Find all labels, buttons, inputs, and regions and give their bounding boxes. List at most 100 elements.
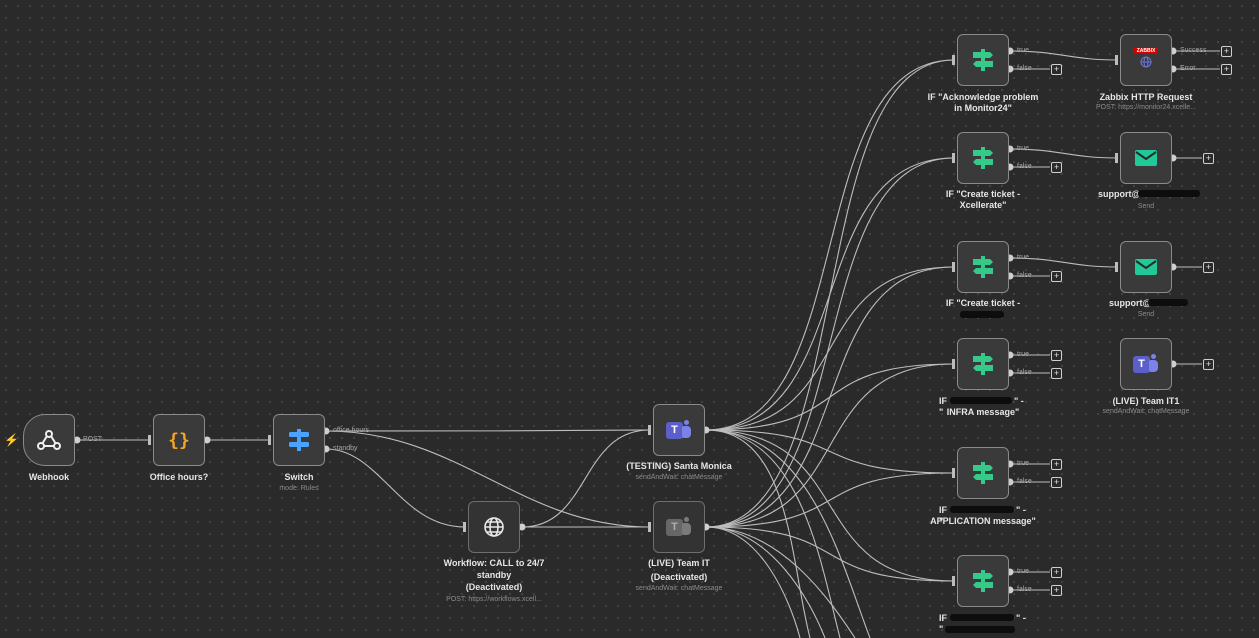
redacted-text <box>945 626 1015 633</box>
email-node-2[interactable] <box>1120 241 1172 293</box>
add-node-button[interactable]: + <box>1051 271 1062 282</box>
if-false-label: false <box>1017 65 1032 72</box>
teams-icon: T <box>666 419 692 441</box>
email-node-1[interactable] <box>1120 132 1172 184</box>
signpost-icon <box>973 570 993 592</box>
if-false-label: false <box>1017 272 1032 279</box>
switch-icon <box>289 429 309 451</box>
if-false-label: false <box>1017 586 1032 593</box>
workflow-call-node[interactable] <box>468 501 520 553</box>
edge-switch-testing <box>325 429 651 432</box>
if-acknowledge-label-2: in Monitor24" <box>954 103 1012 113</box>
email1-sub: Send <box>1137 203 1155 210</box>
if-acknowledge-node[interactable] <box>957 34 1009 86</box>
signpost-icon <box>973 49 993 71</box>
redacted-text <box>960 311 1004 318</box>
add-node-button[interactable]: + <box>1203 153 1214 164</box>
if-app-label-1b: " - <box>1016 505 1026 515</box>
switch-label: Switch <box>284 472 314 482</box>
teams-testing-label: (TESTING) Santa Monica <box>626 461 732 471</box>
signpost-icon <box>973 462 993 484</box>
globe-icon <box>484 517 504 537</box>
add-node-button[interactable]: + <box>1051 459 1062 470</box>
if-create-ticket-2-node[interactable] <box>957 241 1009 293</box>
if-application-node[interactable] <box>957 447 1009 499</box>
zabbix-badge: ZABBIX <box>1134 48 1158 54</box>
envelope-icon <box>1135 259 1157 275</box>
zabbix-node[interactable]: ZABBIX <box>1120 34 1172 86</box>
if-create2-label-1: IF "Create ticket - <box>945 298 1021 308</box>
teams-live-node[interactable]: T <box>653 501 705 553</box>
switch-sub: mode: Rules <box>279 485 319 492</box>
if-false-label: false <box>1017 163 1032 170</box>
switch-out-standby: standby <box>333 445 358 452</box>
webhook-label: Webhook <box>28 472 70 482</box>
if-false-label: false <box>1017 369 1032 376</box>
globe-icon <box>1140 56 1152 68</box>
add-node-button[interactable]: + <box>1051 64 1062 75</box>
teams-live-sub: sendAndWait: chatMessage <box>635 585 723 592</box>
email2-label: support@ <box>1109 298 1152 308</box>
signpost-icon <box>973 353 993 375</box>
add-node-button[interactable]: + <box>1051 585 1062 596</box>
zabbix-sub: POST: https://monitor24.xcelle... <box>1096 104 1196 111</box>
redacted-text <box>950 506 1014 513</box>
add-node-button[interactable]: + <box>1051 567 1062 578</box>
teams-icon: T <box>666 516 692 538</box>
braces-icon: {} <box>168 429 190 451</box>
if-true-label: true <box>1017 568 1030 575</box>
redacted-text <box>1138 190 1200 197</box>
if-create1-label-2: Xcellerate" <box>959 200 1007 210</box>
workflow-call-label-1: Workflow: CALL to 24/7 <box>443 558 545 568</box>
if-true-label: true <box>1017 145 1030 152</box>
signpost-icon <box>973 256 993 278</box>
teams-testing-node[interactable]: T <box>653 404 705 456</box>
email2-sub: Send <box>1137 311 1155 318</box>
if-true-label: true <box>1017 351 1030 358</box>
signpost-icon <box>973 147 993 169</box>
zabbix-icon: ZABBIX <box>1131 48 1161 72</box>
trigger-bolt-icon: ⚡ <box>4 433 19 447</box>
if-create-ticket-1-node[interactable] <box>957 132 1009 184</box>
if-infra-node[interactable] <box>957 338 1009 390</box>
add-node-button[interactable]: + <box>1051 368 1062 379</box>
zabbix-success-label: Success <box>1180 47 1207 54</box>
if-last-label-1b: " - <box>1016 613 1026 623</box>
redacted-text <box>1148 299 1188 306</box>
add-node-button[interactable]: + <box>1051 350 1062 361</box>
teams-live-label-1: (LIVE) Team IT <box>648 558 710 568</box>
if-app-label-2: APPLICATION message" <box>930 516 1036 526</box>
teams-it1-node[interactable]: T <box>1120 338 1172 390</box>
add-node-button[interactable]: + <box>1221 46 1232 57</box>
add-node-button[interactable]: + <box>1221 64 1232 75</box>
webhook-node[interactable] <box>23 414 75 466</box>
teams-it1-label: (LIVE) Team IT1 <box>1112 396 1180 406</box>
if-create1-label-1: IF "Create ticket - <box>945 189 1021 199</box>
if-infra-label-1b: " - <box>1014 396 1024 406</box>
workflow-call-sub: POST: https://workflows.xcell... <box>446 596 542 603</box>
add-node-button[interactable]: + <box>1051 162 1062 173</box>
webhook-out-label: POST <box>83 436 103 443</box>
workflow-call-label-2: standby <box>476 570 512 580</box>
add-node-button[interactable]: + <box>1051 477 1062 488</box>
if-true-label: true <box>1017 254 1030 261</box>
if-app-label-1: IF " <box>939 505 947 526</box>
workflow-call-label-3: (Deactivated) <box>465 582 523 592</box>
add-node-button[interactable]: + <box>1203 359 1214 370</box>
if-acknowledge-label-1: IF "Acknowledge problem <box>927 92 1039 102</box>
if-true-label: true <box>1017 47 1030 54</box>
teams-testing-sub: sendAndWait: chatMessage <box>635 474 723 481</box>
switch-out-office-hours: office hours <box>333 427 370 434</box>
office-hours-node[interactable]: {} <box>153 414 205 466</box>
envelope-icon <box>1135 150 1157 166</box>
if-true-label: true <box>1017 460 1030 467</box>
email1-label: support@ <box>1098 189 1141 199</box>
if-infra-label-2: INFRA message" <box>946 407 1020 417</box>
if-last-node[interactable] <box>957 555 1009 607</box>
if-false-label: false <box>1017 478 1032 485</box>
zabbix-error-label: Error <box>1180 65 1196 72</box>
add-node-button[interactable]: + <box>1203 262 1214 273</box>
switch-node[interactable] <box>273 414 325 466</box>
